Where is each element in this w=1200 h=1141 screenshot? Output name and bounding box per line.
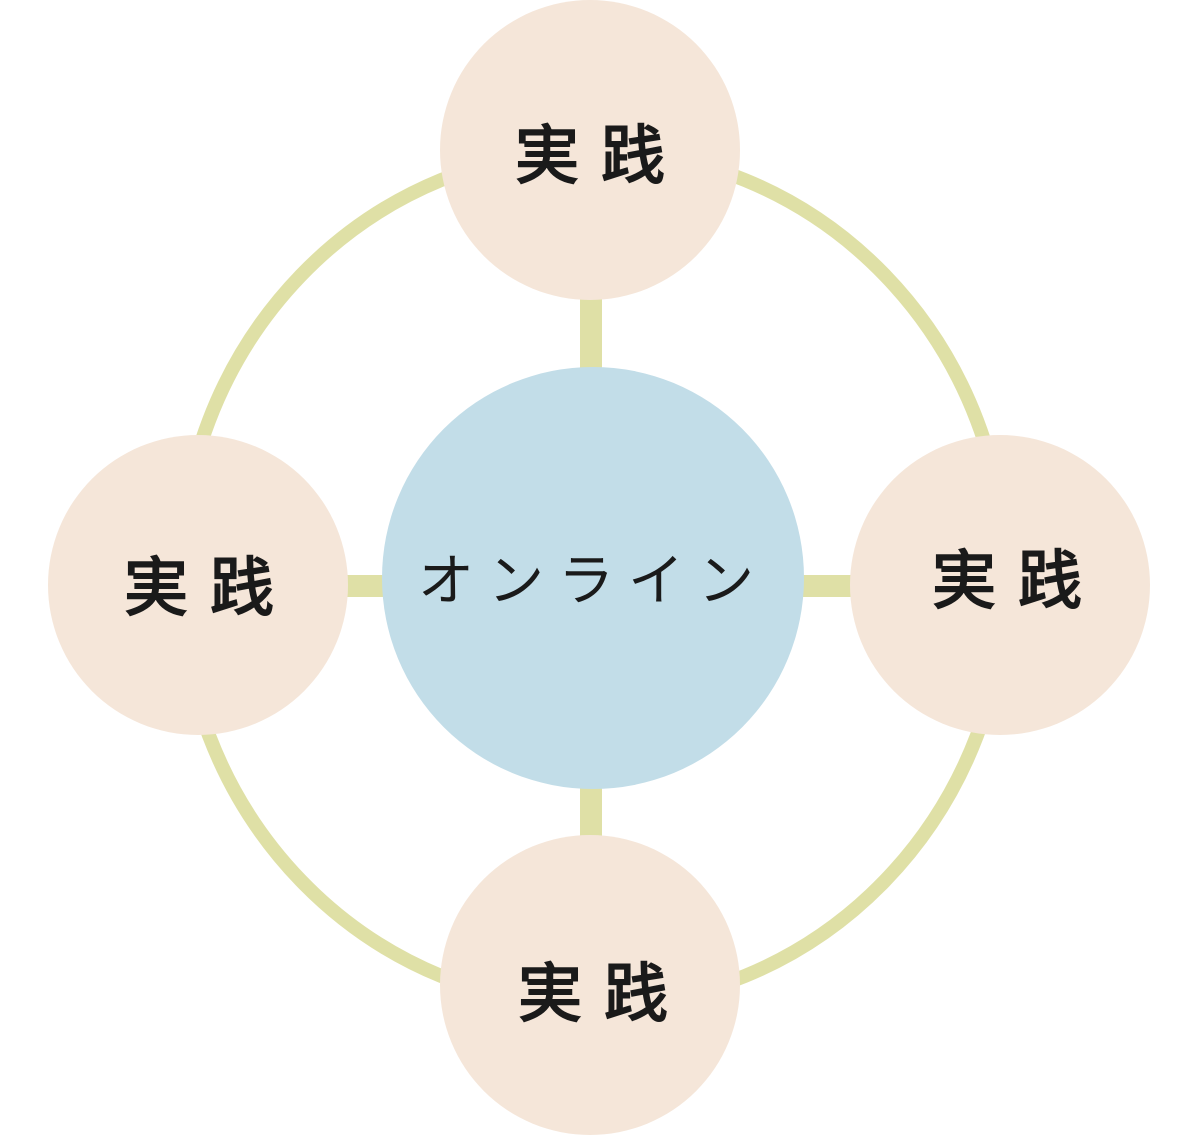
center-node-label: オンライン (418, 549, 768, 614)
node-bottom: 実践 (440, 835, 740, 1135)
connector-top (580, 298, 602, 374)
node-bottom-label: 実践 (518, 958, 690, 1032)
connector-left (344, 575, 390, 597)
node-right: 実践 (850, 435, 1150, 735)
node-right-label: 実践 (932, 545, 1104, 619)
connector-bottom (580, 784, 602, 840)
node-top: 実践 (440, 0, 740, 300)
center-node: オンライン (382, 367, 804, 789)
node-left: 実践 (48, 435, 348, 735)
connector-right (796, 575, 856, 597)
node-left-label: 実践 (124, 552, 296, 626)
node-top-label: 実践 (515, 120, 687, 194)
